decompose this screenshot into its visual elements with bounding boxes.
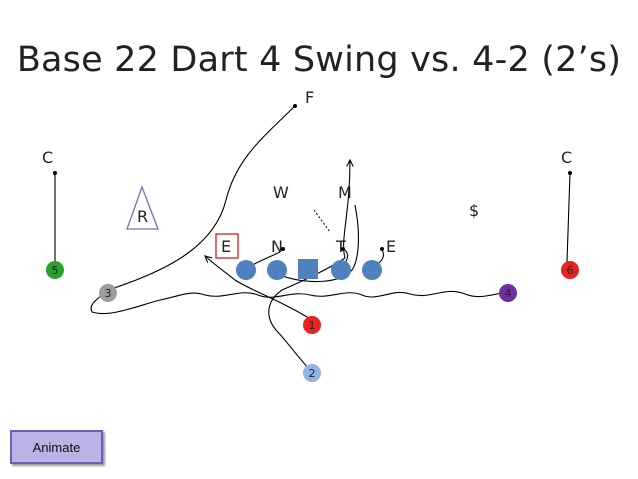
play-title: Base 22 Dart 4 Swing vs. 4-2 (2’s) [16,40,622,80]
tackle-dot [341,247,345,251]
back-4-number: 4 [505,287,512,300]
route-1-dart [205,256,313,321]
tackle-label: T [335,237,346,256]
back-2-number: 2 [309,367,316,380]
back-2 [303,364,321,382]
end-left-label: E [221,237,231,256]
will-read-line [313,209,331,233]
right-tackle [362,260,382,280]
end-left-box [215,233,239,259]
back-4 [499,284,517,302]
nose-dot [281,247,285,251]
right-guard [331,260,351,280]
route-lines [54,105,571,373]
mike-label: M [338,183,352,202]
receiver-5-number: 5 [52,264,59,277]
block-mike [271,204,359,283]
back-3-number: 3 [105,287,112,300]
dollar-label: $ [469,201,479,220]
back-1 [303,316,321,334]
back-1-number: 1 [309,319,316,332]
rover-triangle [126,185,159,230]
left-tackle [236,260,256,280]
nose-label: N [271,237,283,256]
receiver-6-number: 6 [567,264,574,277]
end-right-dot [380,247,384,251]
center [298,259,318,279]
mike-track [343,160,350,259]
free-safety-label: F [305,88,314,107]
receiver-5 [46,261,64,279]
route-2-lead [268,257,346,373]
end-right-label: E [386,237,396,256]
rover-label: R [137,207,148,226]
receiver-6 [561,261,579,279]
corner-right-line [566,172,571,263]
back-3 [99,284,117,302]
route-4-swing [90,289,509,315]
will-label: W [273,183,289,202]
corner-right-label: C [561,148,572,167]
corner-left-label: C [42,148,53,167]
left-guard [267,260,287,280]
animate-button[interactable]: Animate [10,430,103,464]
route-3-post [107,105,296,291]
